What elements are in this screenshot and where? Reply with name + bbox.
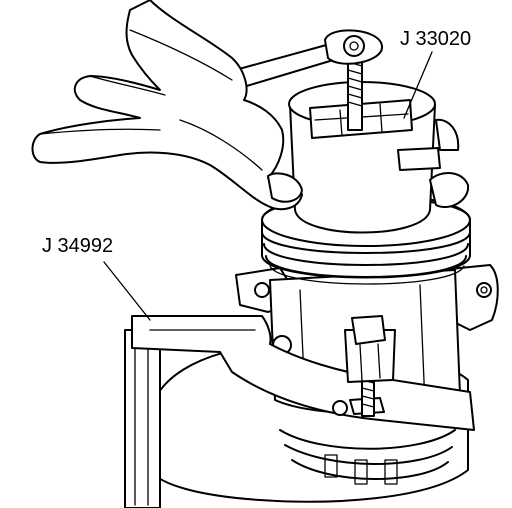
clutch-shaft — [344, 315, 396, 383]
callout-j33020: J 33020 — [400, 28, 471, 50]
puller-tool-cup — [288, 81, 441, 234]
leader-lines — [103, 51, 433, 321]
forcing-screw — [347, 54, 363, 131]
callout-j34992: J 34992 — [42, 235, 113, 257]
technician-hand — [31, 0, 470, 211]
holding-fixture — [131, 315, 475, 431]
wrench — [227, 29, 383, 89]
